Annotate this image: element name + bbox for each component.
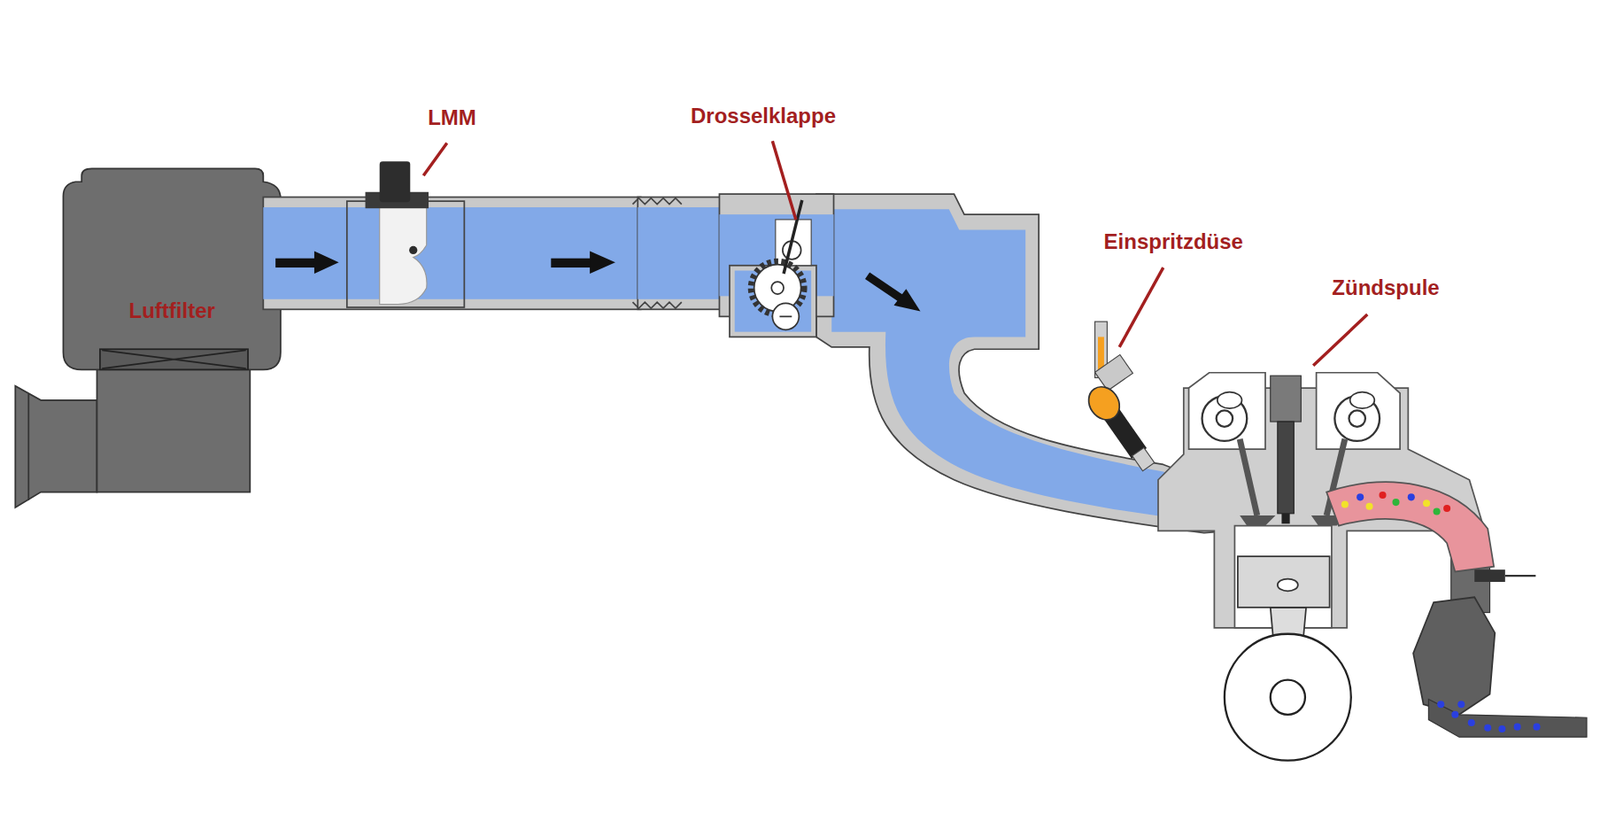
air-filter xyxy=(96,347,250,493)
cylinder-head xyxy=(1350,392,1376,409)
intake-pipe xyxy=(633,198,682,205)
cylinder-head xyxy=(1216,409,1233,426)
flow-arrow xyxy=(275,251,920,312)
flow-arrow xyxy=(275,258,317,268)
part-label: Drosselklappe xyxy=(690,104,836,128)
spark-plug xyxy=(1270,375,1302,422)
intake-pipe xyxy=(262,197,735,310)
flow-arrow xyxy=(589,251,616,274)
throttle-body xyxy=(754,264,802,312)
exhaust-particle xyxy=(1443,504,1451,512)
part-label: Einspritzdüse xyxy=(1104,230,1244,254)
exhaust-particle xyxy=(1379,491,1387,499)
fuel-injector xyxy=(1095,355,1134,392)
leader-line xyxy=(772,140,797,220)
exhaust-particle xyxy=(1437,700,1445,708)
node-label: Luftfilter xyxy=(129,299,216,323)
air-mass-sensor xyxy=(347,200,465,308)
throttle-body xyxy=(779,316,792,318)
air-filter xyxy=(15,386,97,508)
cylinder-head xyxy=(1349,409,1366,426)
exhaust-particle xyxy=(1514,723,1522,731)
throttle-body xyxy=(718,193,834,337)
filter-box: Luftfilter xyxy=(62,168,280,370)
cylinder-head xyxy=(1239,439,1258,516)
leader-line xyxy=(423,142,448,176)
air-filter xyxy=(15,168,281,508)
exhaust xyxy=(1505,574,1537,577)
air-filter xyxy=(27,394,30,501)
cylinder-head xyxy=(1316,372,1400,449)
exhaust-particle xyxy=(1468,718,1476,727)
flow-arrow xyxy=(550,258,592,268)
cylinder-head xyxy=(1189,372,1266,449)
air-mass-sensor xyxy=(379,204,427,305)
air-filter xyxy=(101,349,246,369)
part-label: LMM xyxy=(427,105,477,129)
cylinder-head xyxy=(1217,392,1243,409)
exhaust xyxy=(1326,481,1494,572)
exhaust xyxy=(1413,596,1495,715)
exhaust-particle xyxy=(1366,502,1374,511)
piston xyxy=(1224,556,1352,760)
piston xyxy=(1224,633,1352,761)
exhaust-particle xyxy=(1341,491,1541,733)
leader-line xyxy=(1119,267,1164,348)
air-mass-sensor xyxy=(347,161,465,308)
piston xyxy=(1270,680,1306,715)
throttle-body xyxy=(772,302,799,330)
air-mass-sensor xyxy=(379,161,411,202)
fuel-injector xyxy=(1074,355,1183,476)
exhaust-particle xyxy=(1451,711,1459,719)
intake-pipe xyxy=(262,197,641,310)
flow-arrow xyxy=(894,288,921,311)
fuel-injector xyxy=(1074,321,1183,475)
flow-arrow xyxy=(867,275,903,300)
air-mass-sensor xyxy=(409,246,418,255)
piston xyxy=(1277,579,1299,592)
leader-line xyxy=(1313,314,1368,366)
intake-pipe xyxy=(262,207,641,300)
air-filter xyxy=(100,348,248,370)
cylinder-head xyxy=(1239,515,1276,526)
exhaust-particle xyxy=(1433,507,1441,515)
exhaust-particle xyxy=(1533,723,1541,731)
exhaust xyxy=(1326,481,1587,737)
intake-pipe xyxy=(633,301,682,309)
fuel-injector xyxy=(1132,447,1155,471)
part-label: Zündspule xyxy=(1331,276,1439,300)
exhaust xyxy=(1428,699,1587,738)
leader-line xyxy=(423,140,1368,366)
exhaust-particle xyxy=(1391,498,1400,506)
throttle-body xyxy=(771,281,784,294)
piston xyxy=(1237,556,1330,608)
throttle-body xyxy=(775,219,812,266)
exhaust-particle xyxy=(1484,724,1492,732)
flow-arrow xyxy=(314,251,340,274)
exhaust xyxy=(1474,569,1506,582)
spark-plug xyxy=(1281,513,1290,525)
spark-plug xyxy=(1277,421,1294,514)
exhaust-particle xyxy=(1341,500,1349,508)
fuel-injector xyxy=(1082,380,1126,426)
exhaust-particle xyxy=(1422,499,1430,507)
exhaust-particle xyxy=(1498,725,1506,733)
exhaust-particle xyxy=(1457,700,1465,708)
spark-plug xyxy=(1270,375,1302,524)
exhaust-particle xyxy=(1356,493,1364,501)
air-filter xyxy=(62,168,280,370)
exhaust-particle xyxy=(1407,493,1415,501)
